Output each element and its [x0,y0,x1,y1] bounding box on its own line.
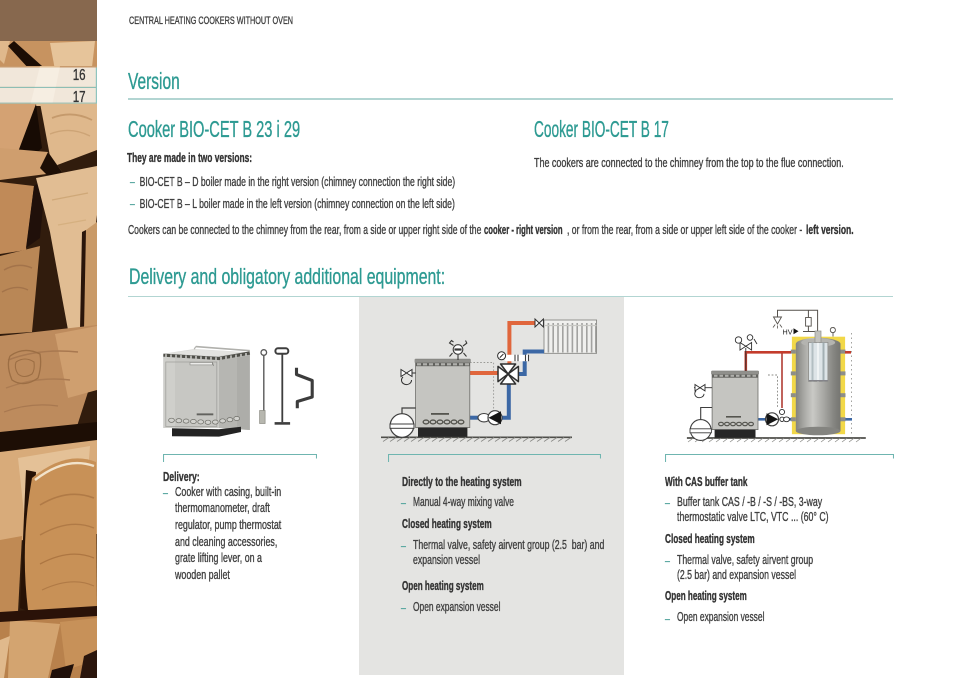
svg-text:HV: HV [783,327,793,336]
